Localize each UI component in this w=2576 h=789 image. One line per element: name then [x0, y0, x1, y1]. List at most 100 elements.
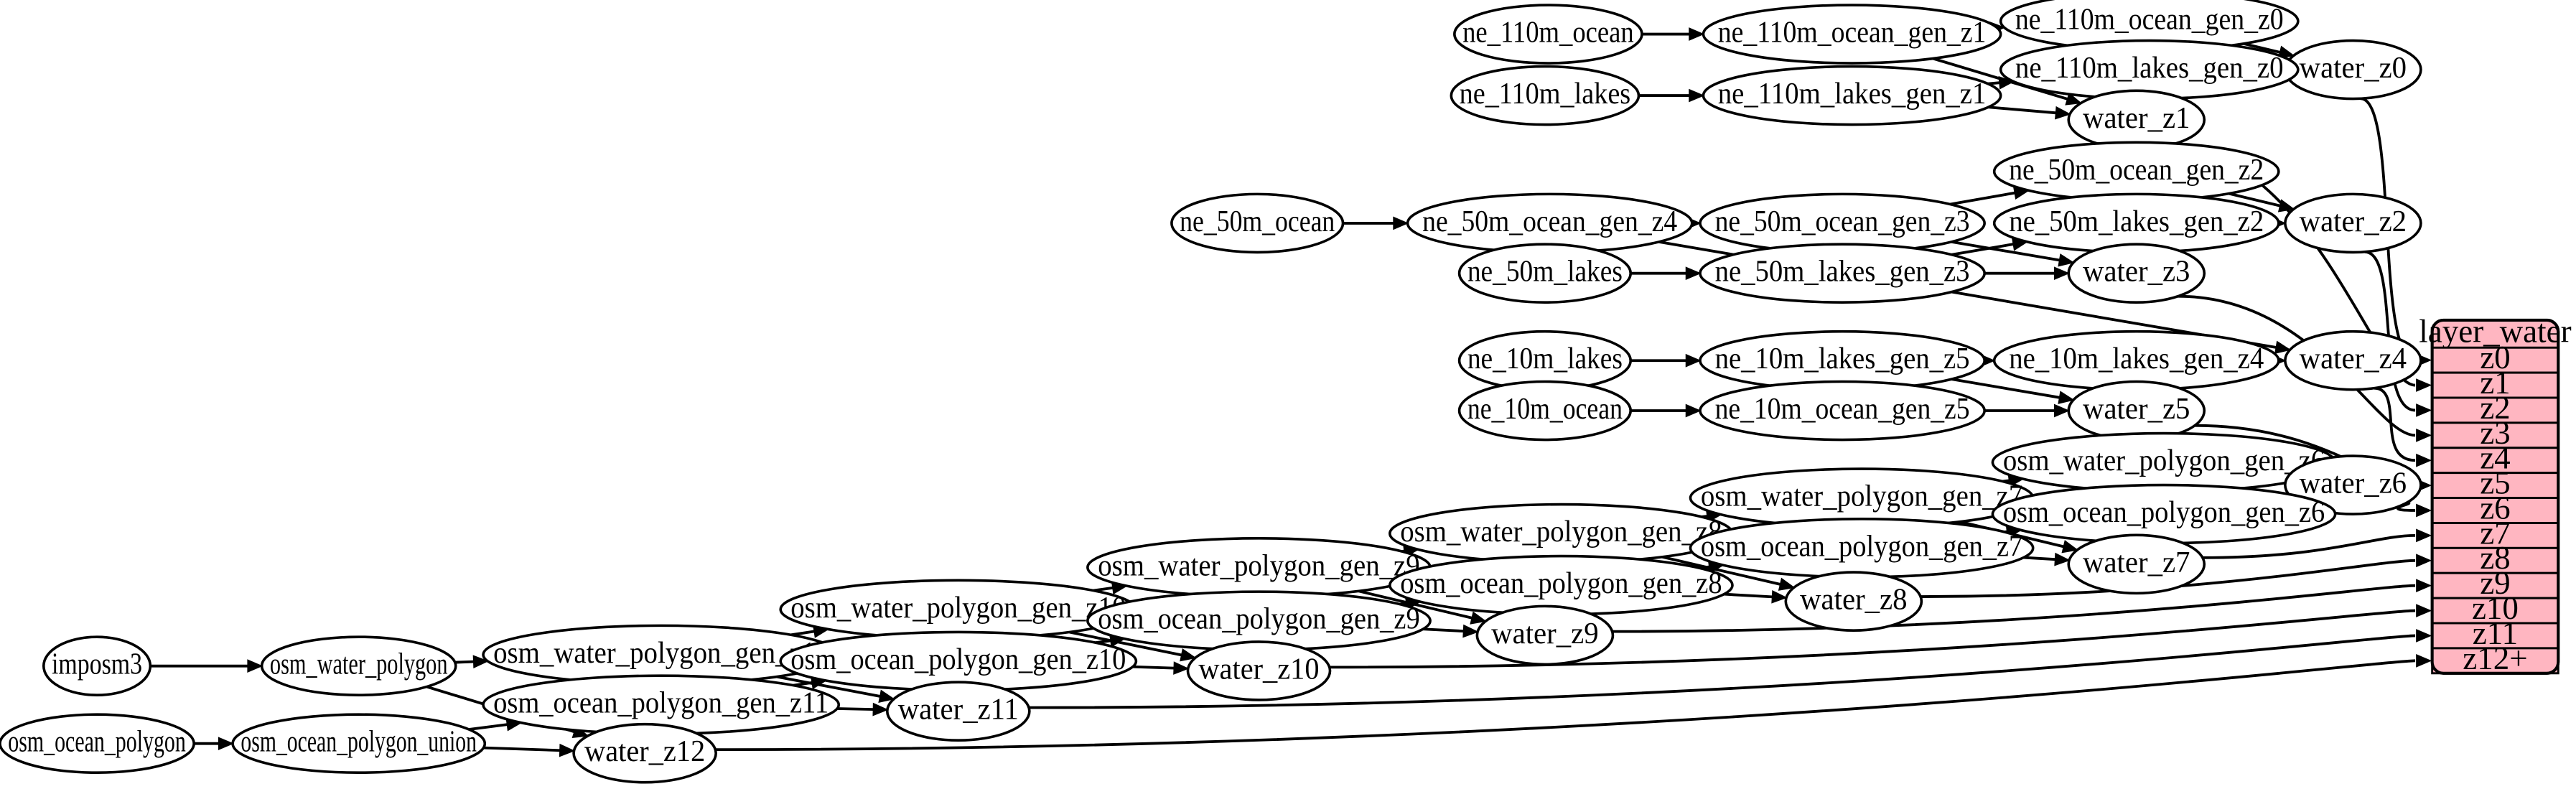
node-ne_110m_ocean_gen_z0[interactable]: ne_110m_ocean_gen_z0: [1999, 0, 2300, 52]
node-ellipse: [231, 713, 487, 775]
node-imposm3[interactable]: imposm3: [42, 635, 152, 696]
edge-arrowhead: [2277, 45, 2295, 59]
node-osm_ocean_polygon_gen_z8[interactable]: osm_ocean_polygon_gen_z8: [1389, 554, 1734, 616]
node-label: ne_50m_lakes: [1467, 255, 1623, 289]
edge-osm_water_polygon_gen_z10-to-water_z10: [1069, 630, 1182, 657]
edge-arrowhead: [2416, 528, 2432, 543]
table-row-label-z1: z1: [2480, 365, 2510, 401]
table-row-z12+[interactable]: [2431, 647, 2559, 675]
table-border: [2430, 318, 2560, 675]
node-osm_ocean_polygon_gen_z11[interactable]: osm_ocean_polygon_gen_z11: [482, 674, 841, 735]
node-osm_ocean_polygon_gen_z9[interactable]: osm_ocean_polygon_gen_z9: [1086, 590, 1432, 651]
edge-arrowhead: [2061, 540, 2079, 554]
node-water_z12[interactable]: water_z12: [572, 722, 717, 784]
edge-arrowhead: [1689, 88, 1705, 103]
node-osm_ocean_polygon_gen_z10[interactable]: osm_ocean_polygon_gen_z10: [779, 630, 1138, 692]
node-ellipse: [885, 681, 1031, 742]
node-osm_water_polygon[interactable]: osm_water_polygon: [260, 635, 457, 696]
node-osm_water_polygon_gen_z7[interactable]: osm_water_polygon_gen_z7: [1689, 467, 2035, 528]
edge-water_z2-to-layer_water-z2: [2364, 250, 2416, 412]
node-water_z5[interactable]: water_z5: [2067, 380, 2206, 442]
node-water_z9[interactable]: water_z9: [1475, 604, 1615, 666]
node-osm_ocean_polygon_gen_z6[interactable]: osm_ocean_polygon_gen_z6: [1991, 483, 2337, 545]
node-ne_10m_lakes_gen_z4[interactable]: ne_10m_lakes_gen_z4: [1992, 330, 2280, 391]
edge-osm_water_polygon_gen_z8-to-water_z8: [1661, 555, 1781, 586]
node-water_z3[interactable]: water_z3: [2067, 243, 2206, 304]
table-row-z0[interactable]: [2431, 346, 2559, 374]
node-water_z10[interactable]: water_z10: [1186, 640, 1332, 701]
node-ne_10m_ocean[interactable]: ne_10m_ocean: [1457, 380, 1633, 442]
edge-arrowhead: [2416, 378, 2432, 392]
node-ne_10m_lakes[interactable]: ne_10m_lakes: [1457, 330, 1633, 391]
node-ellipse: [2284, 454, 2422, 515]
node-label: osm_ocean_polygon_gen_z8: [1400, 566, 1722, 600]
node-water_z8[interactable]: water_z8: [1784, 571, 1923, 632]
node-water_z6[interactable]: water_z6: [2284, 454, 2422, 515]
node-label: osm_ocean_polygon_gen_z9: [1098, 602, 1419, 636]
node-label: ne_110m_ocean: [1462, 15, 1634, 49]
node-ne_110m_ocean[interactable]: ne_110m_ocean: [1453, 4, 1643, 65]
table-row-label-z12+: z12+: [2463, 640, 2527, 676]
node-osm_water_polygon_gen_z10[interactable]: osm_water_polygon_gen_z10: [779, 579, 1138, 640]
node-water_z11[interactable]: water_z11: [885, 681, 1031, 742]
node-ne_50m_ocean[interactable]: ne_50m_ocean: [1170, 192, 1345, 254]
node-label: water_z3: [2083, 255, 2190, 289]
edge-water_z8-to-layer_water-z8: [1921, 559, 2416, 598]
node-osm_ocean_polygon[interactable]: osm_ocean_polygon: [0, 713, 195, 775]
node-ellipse: [1186, 640, 1332, 701]
table-row-label-z4: z4: [2480, 440, 2510, 476]
node-water_z4[interactable]: water_z4: [2284, 330, 2422, 391]
edge-arrowhead: [2054, 552, 2071, 566]
node-label: water_z5: [2083, 392, 2190, 426]
node-ellipse: [1457, 243, 1633, 304]
node-label: osm_water_polygon_gen_z9: [1098, 548, 1419, 582]
node-osm_ocean_polygon_gen_z7[interactable]: osm_ocean_polygon_gen_z7: [1689, 518, 2035, 579]
node-ne_10m_ocean_gen_z5[interactable]: ne_10m_ocean_gen_z5: [1699, 380, 1986, 442]
edge-arrowhead: [1689, 27, 1705, 41]
node-label: osm_water_polygon_gen_z10: [790, 591, 1126, 625]
node-ellipse: [1702, 65, 2002, 126]
node-label: imposm3: [52, 648, 142, 681]
node-ne_50m_lakes_gen_z3[interactable]: ne_50m_lakes_gen_z3: [1699, 243, 1986, 304]
node-osm_water_polygon_gen_z9[interactable]: osm_water_polygon_gen_z9: [1086, 537, 1432, 598]
node-ne_50m_ocean_gen_z4[interactable]: ne_50m_ocean_gen_z4: [1406, 192, 1694, 254]
node-label: ne_50m_ocean_gen_z4: [1422, 205, 1677, 238]
node-water_z2[interactable]: water_z2: [2284, 192, 2422, 254]
node-water_z7[interactable]: water_z7: [2067, 533, 2206, 595]
edge-arrowhead: [247, 659, 263, 673]
node-ne_110m_lakes_gen_z0[interactable]: ne_110m_lakes_gen_z0: [1999, 39, 2300, 101]
node-water_z1[interactable]: water_z1: [2067, 89, 2206, 151]
edge-osm_water_polygon_gen_z11-to-water_z11: [776, 675, 881, 698]
edge-osm_water_polygon-to-osm_water_polygon_gen_z11: [454, 660, 475, 664]
table-row-z6[interactable]: [2431, 497, 2559, 524]
node-water_z0[interactable]: water_z0: [2284, 39, 2422, 101]
table-row-label-z7: z7: [2480, 515, 2510, 551]
node-label: osm_ocean_polygon_gen_z10: [790, 643, 1126, 676]
node-ne_110m_lakes_gen_z1[interactable]: ne_110m_lakes_gen_z1: [1702, 65, 2002, 126]
edge-arrowhead: [2058, 253, 2075, 267]
node-ne_50m_ocean_gen_z2[interactable]: ne_50m_ocean_gen_z2: [1992, 141, 2280, 202]
node-ellipse: [1702, 4, 2002, 65]
node-ne_110m_ocean_gen_z1[interactable]: ne_110m_ocean_gen_z1: [1702, 4, 2002, 65]
edge-arrowhead: [1685, 266, 1702, 281]
edge-arrowhead: [878, 689, 895, 704]
node-osm_water_polygon_gen_z6[interactable]: osm_water_polygon_gen_z6: [1991, 431, 2337, 493]
node-ne_50m_lakes[interactable]: ne_50m_lakes: [1457, 243, 1633, 304]
node-ellipse: [0, 713, 195, 775]
node-ne_110m_lakes[interactable]: ne_110m_lakes: [1450, 65, 1641, 126]
node-osm_water_polygon_gen_z8[interactable]: osm_water_polygon_gen_z8: [1389, 503, 1734, 564]
node-ellipse: [2067, 243, 2206, 304]
edge-arrowhead: [2065, 92, 2083, 106]
node-label: osm_water_polygon_gen_z6: [2003, 444, 2325, 477]
edge-ne_50m_ocean_gen_z2-to-water_z2: [2229, 192, 2281, 207]
node-label: water_z11: [898, 693, 1019, 727]
node-label: ne_110m_lakes: [1460, 77, 1631, 111]
node-osm_ocean_polygon_union[interactable]: osm_ocean_polygon_union: [231, 713, 487, 775]
edge-osm_ocean_polygon_union-to-osm_ocean_polygon_gen_z11: [468, 723, 508, 731]
node-ne_10m_lakes_gen_z5[interactable]: ne_10m_lakes_gen_z5: [1699, 330, 1986, 391]
node-ellipse: [1699, 380, 1986, 442]
node-label: osm_water_polygon: [270, 648, 448, 681]
edge-arrowhead: [1778, 577, 1796, 591]
edge-arrowhead: [2274, 340, 2292, 355]
node-ne_50m_ocean_gen_z3[interactable]: ne_50m_ocean_gen_z3: [1699, 192, 1986, 254]
